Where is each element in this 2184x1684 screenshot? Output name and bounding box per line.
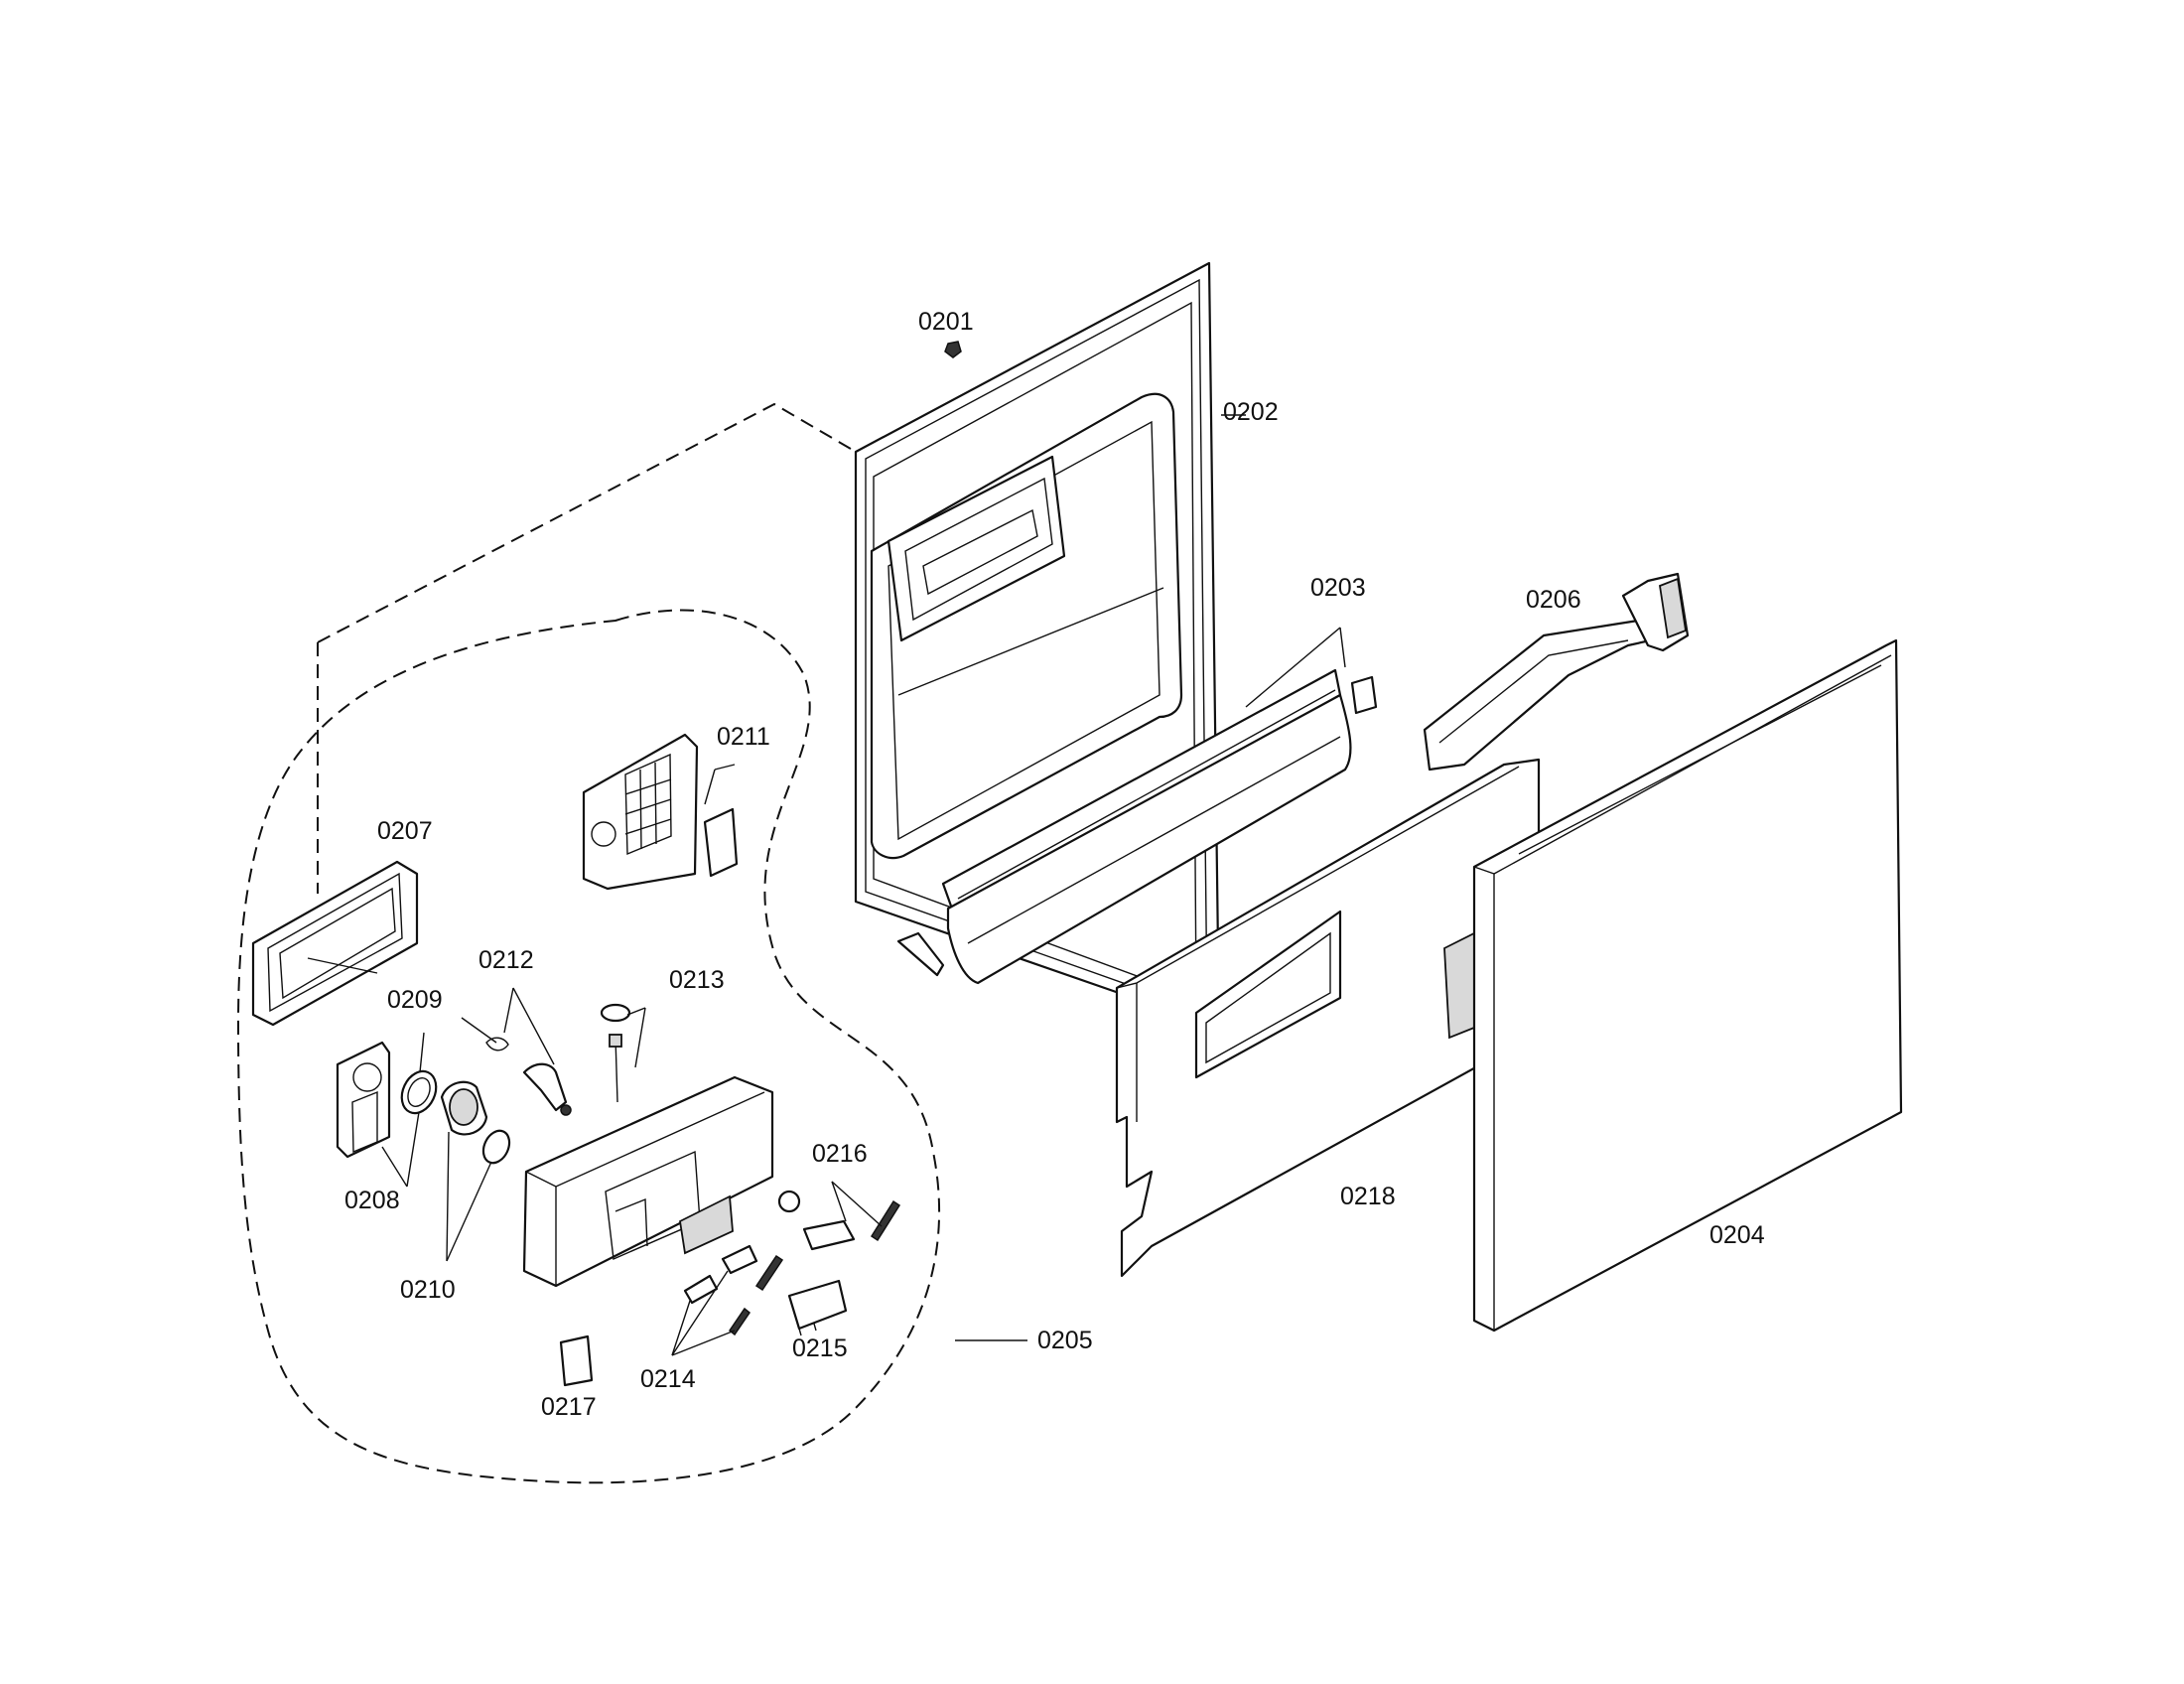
part-0204-outer-door xyxy=(1472,638,1903,1333)
part-0201-screw xyxy=(944,341,962,358)
part-0216-set xyxy=(777,1190,901,1251)
callout-0217: 0217 xyxy=(541,1393,597,1421)
part-0209-o-ring xyxy=(400,1069,438,1115)
callout-0203: 0203 xyxy=(1310,574,1366,602)
callout-0211: 0211 xyxy=(717,723,770,751)
part-0206-hinge-bracket xyxy=(1423,572,1690,772)
callout-0213: 0213 xyxy=(669,966,725,994)
part-0208-dispenser-lid xyxy=(336,1041,391,1159)
callout-0215: 0215 xyxy=(792,1334,848,1362)
callout-0201: 0201 xyxy=(918,308,974,336)
part-0212-latch xyxy=(485,1037,572,1116)
callout-0202: 0202 xyxy=(1223,398,1279,426)
callout-0207: 0207 xyxy=(377,817,433,845)
callout-0218: 0218 xyxy=(1340,1183,1396,1210)
part-0215-switch xyxy=(787,1279,848,1336)
part-0210-cap xyxy=(440,1080,511,1165)
callout-0209: 0209 xyxy=(387,986,443,1014)
callout-0214: 0214 xyxy=(640,1365,696,1393)
part-0217-plate xyxy=(559,1334,594,1387)
callout-0210: 0210 xyxy=(400,1276,456,1304)
dispenser-housing xyxy=(522,1075,774,1288)
leader-lines xyxy=(307,414,1346,1356)
callout-0206: 0206 xyxy=(1526,586,1581,614)
callout-0204: 0204 xyxy=(1709,1221,1765,1249)
callouts: 0201 0202 0203 0206 0211 0207 0212 0213 … xyxy=(344,308,1765,1421)
callout-0216: 0216 xyxy=(812,1140,868,1168)
part-0211-vent xyxy=(582,733,739,891)
callout-0208: 0208 xyxy=(344,1187,400,1214)
part-0214-set xyxy=(683,1244,784,1336)
part-0218-front-panel xyxy=(1115,758,1541,1278)
part-0203-trim-strip xyxy=(896,668,1378,985)
callout-0205: 0205 xyxy=(1037,1327,1093,1354)
part-0213-pin xyxy=(600,1003,631,1103)
part-0207-gasket-frame xyxy=(251,860,419,1027)
subassembly-0205-outline xyxy=(236,402,1027,1484)
callout-0212: 0212 xyxy=(478,946,534,974)
